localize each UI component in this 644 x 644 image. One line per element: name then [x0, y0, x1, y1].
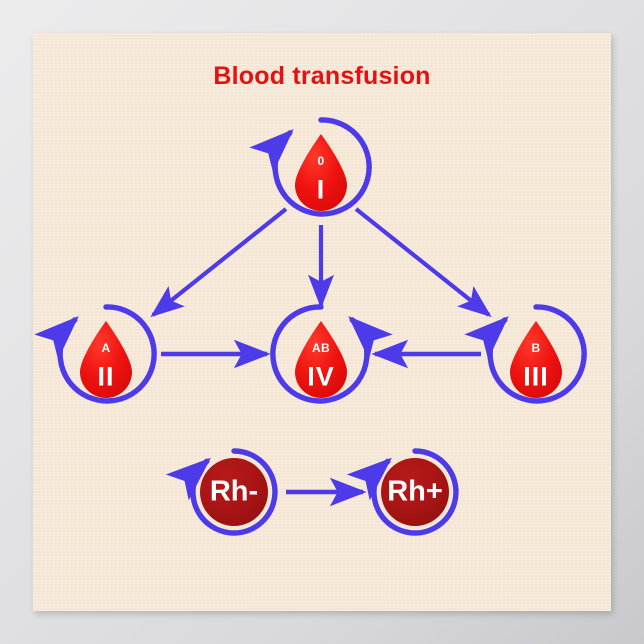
rh-positive-disc: [381, 458, 449, 526]
blood-drop-icon: [80, 321, 132, 398]
poster-sheet: Blood transfusion: [33, 33, 611, 611]
page-title: Blood transfusion: [213, 62, 431, 90]
circular-arrow-icon: [464, 304, 587, 404]
arrow-o-to-a: [150, 207, 288, 318]
blood-drop-icon: [510, 321, 562, 398]
node-group-o[interactable]: [249, 117, 372, 217]
blood-transfusion-diagram: [34, 117, 587, 536]
arrow-o-to-b: [354, 207, 492, 318]
rh-negative-disc: [200, 458, 268, 526]
node-group-a[interactable]: [34, 304, 157, 404]
circular-arrow-icon: [165, 448, 278, 536]
circular-arrow-icon: [270, 304, 393, 404]
circular-arrow-icon: [346, 448, 459, 536]
node-rh-negative[interactable]: [165, 448, 278, 536]
node-group-b[interactable]: [464, 304, 587, 404]
circular-arrow-icon: [34, 304, 157, 404]
blood-drop-icon: [295, 321, 347, 398]
node-group-ab[interactable]: [270, 304, 393, 404]
circular-arrow-icon: [249, 117, 372, 217]
node-rh-positive[interactable]: [346, 448, 459, 536]
blood-drop-icon: [295, 134, 347, 211]
